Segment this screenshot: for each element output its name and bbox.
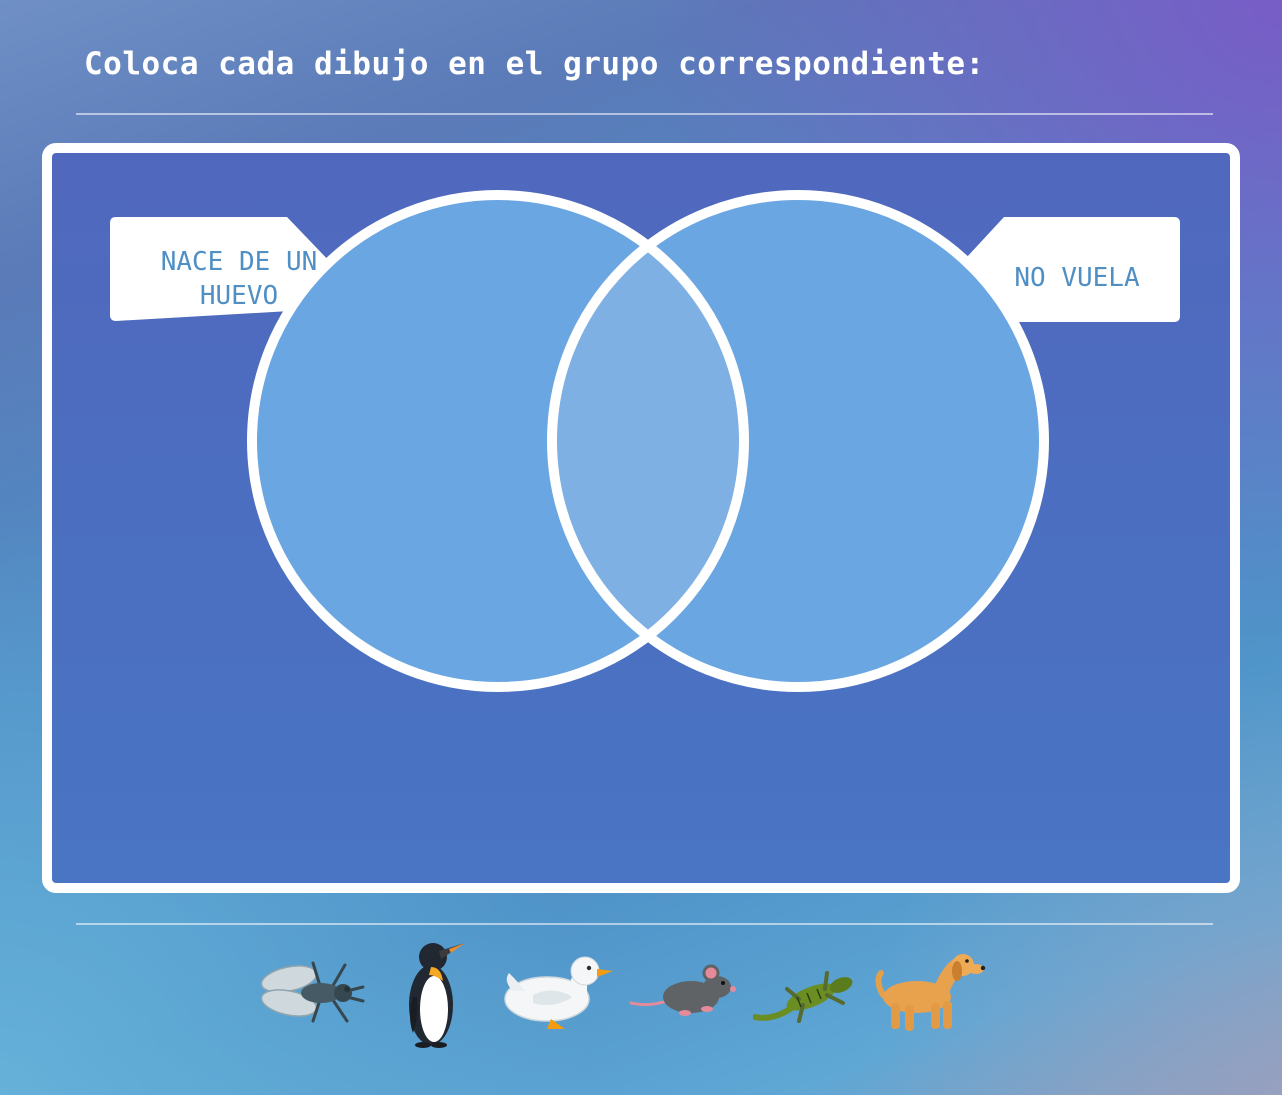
mouse-icon[interactable] — [629, 961, 741, 1021]
fly-icon[interactable] — [259, 957, 371, 1027]
top-divider — [76, 113, 1213, 115]
right-label-tag — [954, 217, 1180, 322]
left-circle-label: NACE DE UN HUEVO — [160, 247, 318, 311]
instruction-title: Coloca cada dibujo en el grupo correspon… — [84, 46, 985, 82]
right-circle-label: NO VUELA — [1014, 263, 1140, 293]
venn-diagram — [110, 190, 1180, 692]
duck-icon[interactable] — [503, 951, 615, 1031]
left-label-tag — [110, 217, 334, 321]
venn-board: NACE DE UN HUEVO NO VUELA — [42, 143, 1240, 893]
penguin-icon[interactable] — [405, 937, 467, 1049]
lizard-icon[interactable] — [753, 955, 865, 1029]
bottom-divider — [76, 923, 1213, 925]
right-circle-outline — [547, 190, 1049, 692]
dog-icon[interactable] — [875, 951, 987, 1035]
overlap-region[interactable] — [552, 195, 1044, 687]
left-circle-outline — [247, 190, 749, 692]
